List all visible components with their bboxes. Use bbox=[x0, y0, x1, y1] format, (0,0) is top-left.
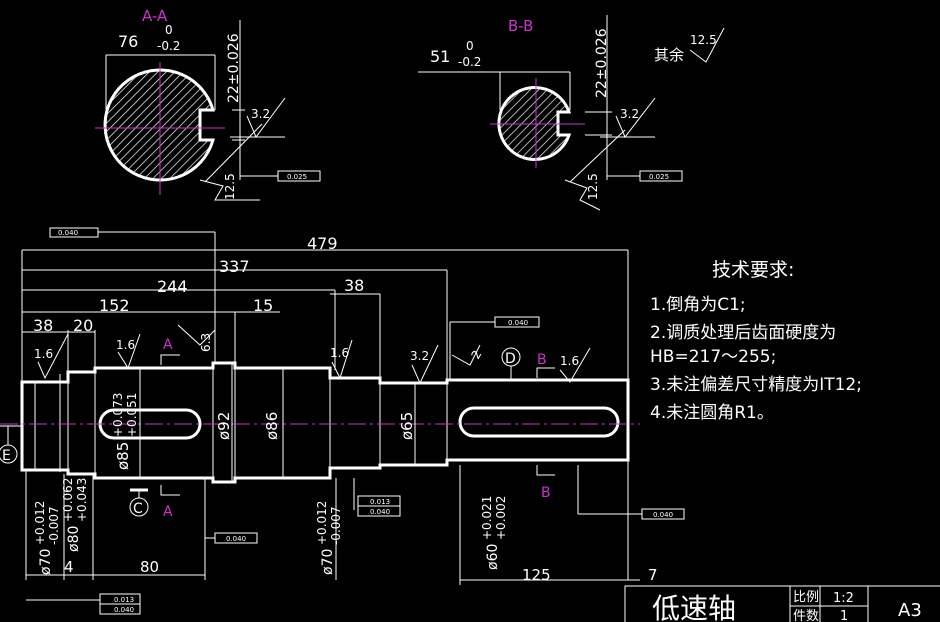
count-label: 件数 bbox=[793, 609, 819, 622]
dim-4: 4 bbox=[64, 558, 74, 576]
tech-req-title: 技术要求: bbox=[712, 259, 794, 281]
datum-e-marker: E bbox=[0, 426, 18, 464]
lower-dimensions-left: ø70 +0.012 -0.007 ø80 +0.062 +0.043 4 80… bbox=[25, 470, 258, 615]
section-a-tolerance: 0.025 bbox=[287, 173, 307, 181]
section-b-tolerance: 0.025 bbox=[649, 173, 669, 181]
rest-roughness-label: 其余 bbox=[654, 46, 684, 64]
dia-70b-main: ø70 bbox=[320, 549, 336, 575]
tech-req-item-3: HB=217～255; bbox=[650, 347, 776, 367]
dim-overall-length: 479 bbox=[307, 234, 338, 253]
roughness-r3: 6.3 bbox=[199, 333, 213, 352]
tol-frame-bottom-1: 0.013 bbox=[114, 596, 134, 604]
dim-38-right: 38 bbox=[344, 276, 364, 295]
dim-337: 337 bbox=[219, 257, 250, 276]
section-b-roughness-2: 12.5 bbox=[586, 173, 600, 200]
section-b-width-tol-upper: 0 bbox=[466, 39, 474, 53]
dia-80-upper: +0.062 bbox=[61, 478, 75, 522]
tech-req-item-5: 4.未注圆角R1。 bbox=[650, 403, 774, 423]
roughness-r2: 1.6 bbox=[116, 338, 135, 352]
part-name: 低速轴 bbox=[652, 592, 736, 622]
technical-requirements: 技术要求: 1.倒角为C1; 2.调质处理后齿面硬度为 HB=217～255; … bbox=[650, 259, 862, 423]
section-mark-b-bottom: B bbox=[541, 485, 551, 501]
section-a-width-tol-upper: 0 bbox=[165, 23, 173, 37]
roughness-r6: 1.6 bbox=[560, 354, 579, 368]
section-b-title: B-B bbox=[508, 17, 533, 35]
datum-d: D bbox=[505, 351, 516, 367]
dia-85-upper: +0.073 bbox=[111, 393, 125, 437]
dim-7: 7 bbox=[648, 566, 658, 584]
count-value: 1 bbox=[840, 609, 848, 622]
dia-85-lower: +0.051 bbox=[125, 393, 139, 437]
section-b-width-tol-lower: -0.2 bbox=[458, 55, 481, 69]
datum-c: C bbox=[133, 501, 143, 517]
section-b-width-dim: 51 bbox=[430, 47, 450, 66]
dia-60-upper: +0.021 bbox=[480, 496, 494, 540]
section-a-width-tol-lower: -0.2 bbox=[157, 39, 180, 53]
tol-frame-mid-left: 0.040 bbox=[226, 535, 246, 543]
sheet-size: A3 bbox=[898, 600, 922, 621]
dim-125: 125 bbox=[522, 566, 551, 584]
title-block: 低速轴 比例 1:2 件数 1 A3 bbox=[624, 585, 940, 622]
tol-frame-mid-2: 0.040 bbox=[370, 508, 390, 516]
dia-70a-upper: +0.012 bbox=[33, 501, 47, 545]
dim-20: 20 bbox=[73, 316, 93, 335]
section-mark-b-top: B bbox=[537, 352, 547, 368]
dia-70a-lower: -0.007 bbox=[47, 506, 61, 545]
section-b-key-dim: 22±0.026 bbox=[594, 28, 610, 98]
rest-roughness-value: 12.5 bbox=[690, 33, 717, 47]
lower-dimensions-right: ø70 +0.012 -0.007 ø60 +0.021 +0.002 0.01… bbox=[315, 316, 685, 585]
keyway-right bbox=[458, 406, 620, 438]
section-b-roughness-1: 3.2 bbox=[620, 107, 639, 121]
dia-60-lower: +0.002 bbox=[494, 496, 508, 540]
tech-req-item-4: 3.未注偏差尺寸精度为IT12; bbox=[650, 375, 862, 395]
shaft-diameters: ø92 ø86 ø65 ø85 +0.073 +0.051 bbox=[111, 363, 416, 482]
dia-80-lower: +0.043 bbox=[75, 478, 89, 522]
section-a-width-dim: 76 bbox=[118, 32, 138, 51]
section-a-roughness-2: 12.5 bbox=[223, 173, 237, 200]
section-a-a: A-A 76 0 -0.2 22±0.026 3.2 12.5 0.025 bbox=[95, 7, 321, 201]
dim-80: 80 bbox=[140, 558, 159, 576]
dia-86: ø86 bbox=[263, 412, 281, 440]
tol-frame-upper-right: 0.040 bbox=[508, 319, 528, 327]
dia-92: ø92 bbox=[215, 412, 233, 440]
dia-65: ø65 bbox=[398, 412, 416, 440]
section-a-key-dim: 22±0.026 bbox=[226, 33, 242, 103]
tech-req-item-2: 2.调质处理后齿面硬度为 bbox=[650, 323, 836, 343]
tol-frame-right: 0.040 bbox=[653, 511, 673, 519]
dia-70b-lower: -0.007 bbox=[329, 506, 343, 545]
section-a-roughness-1: 3.2 bbox=[251, 107, 270, 121]
roughness-r4: 1.6 bbox=[330, 346, 349, 360]
section-mark-a-top: A bbox=[163, 337, 173, 353]
scale-label: 比例 bbox=[793, 590, 819, 605]
dia-70b-upper: +0.012 bbox=[315, 501, 329, 545]
shaft-main-view bbox=[0, 361, 640, 484]
dim-15: 15 bbox=[253, 296, 273, 315]
tol-frame-bottom-2: 0.040 bbox=[114, 606, 134, 614]
roughness-r5: 3.2 bbox=[410, 349, 429, 363]
section-a-profile bbox=[103, 68, 215, 182]
dim-152: 152 bbox=[99, 296, 130, 315]
tol-frame-top-left: 0.040 bbox=[58, 229, 78, 237]
section-a-title: A-A bbox=[142, 7, 168, 25]
dia-80-main: ø80 bbox=[66, 526, 82, 552]
dim-244: 244 bbox=[157, 277, 188, 296]
section-mark-a-bottom: A bbox=[163, 504, 173, 520]
dia-60-main: ø60 bbox=[485, 544, 501, 570]
section-b-b: B-B 51 0 -0.2 22±0.026 3.2 12.5 0.025 其余… bbox=[418, 15, 725, 211]
scale-value: 1:2 bbox=[833, 591, 854, 606]
dim-38-left: 38 bbox=[33, 316, 53, 335]
roughness-r1: 1.6 bbox=[34, 347, 53, 361]
section-cut-marks: A A B B bbox=[160, 337, 555, 520]
dia-70a-main: ø70 bbox=[38, 549, 54, 575]
tol-frame-mid-1: 0.013 bbox=[370, 498, 390, 506]
roughness-r7: 2 bbox=[468, 348, 484, 362]
tech-req-item-1: 1.倒角为C1; bbox=[650, 295, 746, 315]
datum-e: E bbox=[2, 448, 11, 464]
dia-85-main: ø85 bbox=[114, 442, 132, 470]
